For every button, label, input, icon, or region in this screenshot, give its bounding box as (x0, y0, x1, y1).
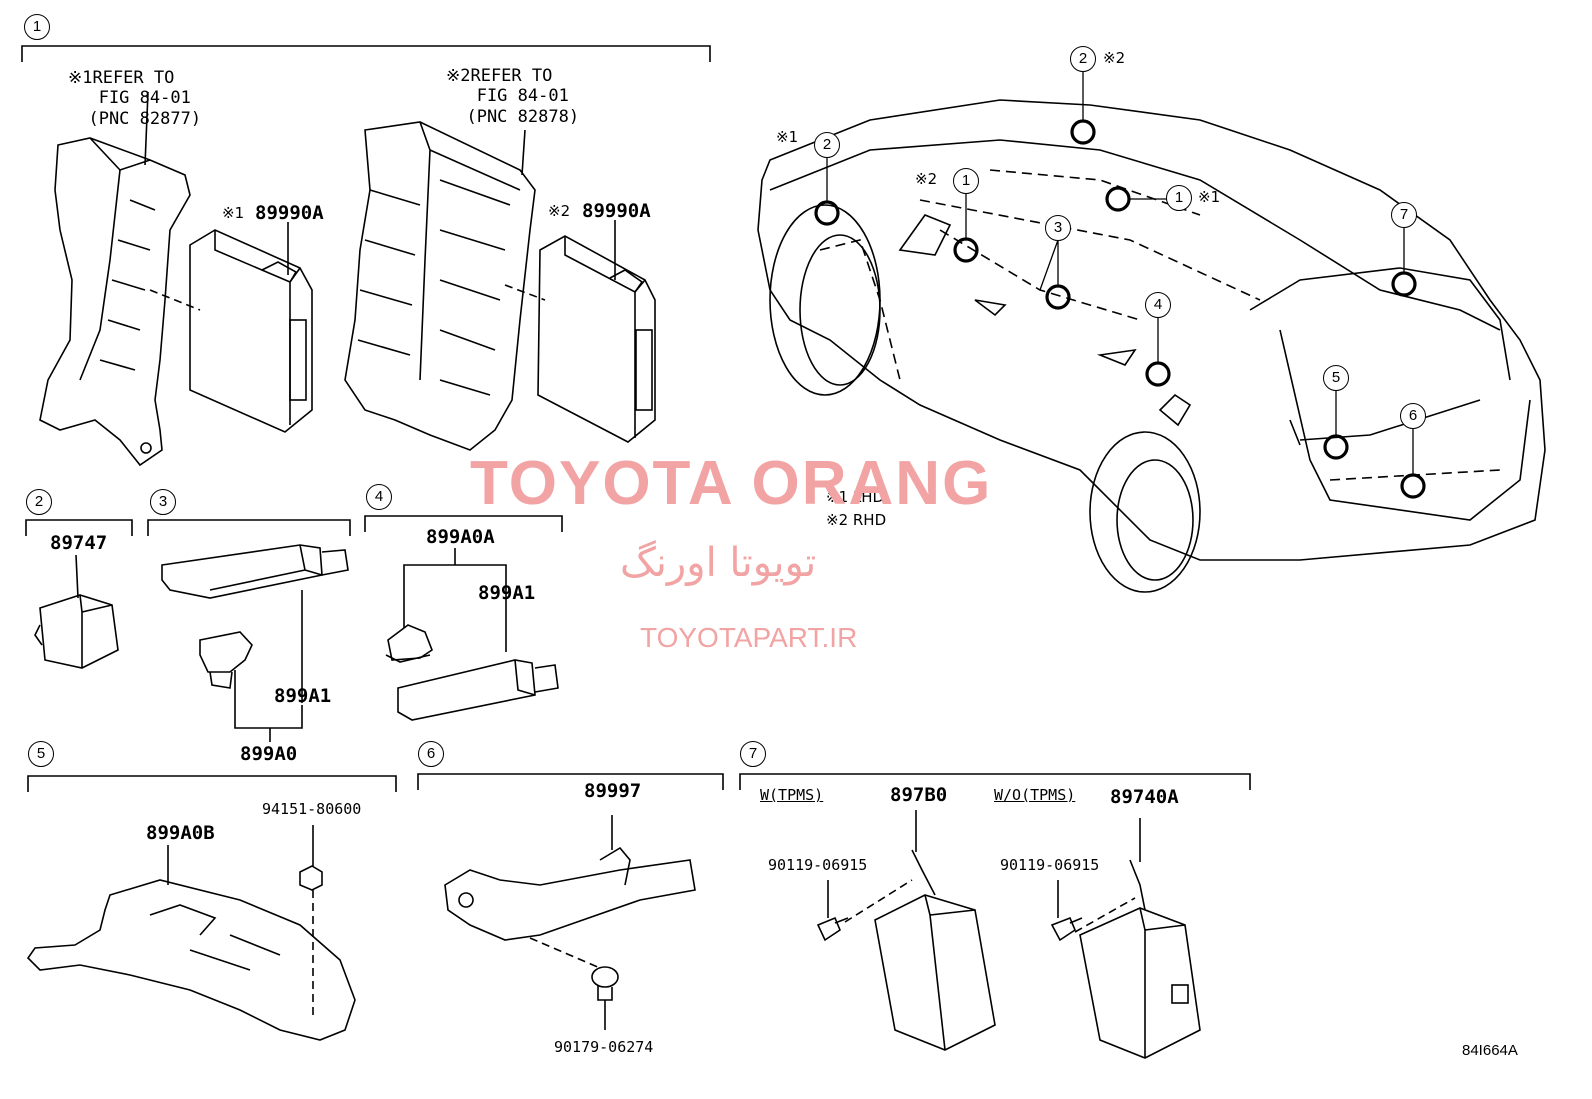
ecu-module-left (189, 222, 313, 433)
group-number-3: 3 (150, 489, 176, 515)
legend-lhd: ※1 LHD (826, 488, 885, 506)
group-number-5: 5 (28, 741, 54, 767)
part-label-90119-06915-left: 90119-06915 (768, 856, 868, 874)
part-label-899A1-g4: 899A1 (478, 582, 536, 604)
part-label-899A0-g3: 899A0 (240, 743, 298, 765)
watermark-title: TOYOTA ORANG (470, 449, 993, 518)
part-label-89740A: 89740A (1110, 786, 1179, 808)
legend-rhd: ※2 RHD (826, 511, 887, 529)
watermark-url: TOYOTAPART.IR (640, 622, 858, 653)
vehicle-callout-mark: ※1 (1198, 188, 1221, 206)
bolt-90119-06915-right (1050, 880, 1083, 942)
vehicle-callout-3: 3 (1045, 215, 1071, 241)
vehicle-callout-1-lhd: 1 (1166, 185, 1192, 211)
vehicle-callout-6: 6 (1400, 403, 1426, 429)
parts-diagram: { "groups": { "g1": {"num": "1", "note_l… (21, 14, 1546, 1059)
refer-note-left: ※1REFER TO FIG 84-01 (PNC 82877) (68, 68, 202, 129)
vehicle-callout-mark: ※2 (1103, 49, 1126, 67)
group-number-4: 4 (366, 484, 392, 510)
refer-note-right: ※2REFER TO FIG 84-01 (PNC 82878) (446, 66, 580, 127)
part-label-899A0B: 899A0B (146, 822, 215, 844)
part-mark-right: ※2 (548, 202, 571, 220)
receiver-897B0 (844, 810, 996, 1051)
grommet-90179-06274 (591, 966, 619, 1030)
vehicle-callout-5: 5 (1323, 365, 1349, 391)
watermark-persian: تویوتا اورنگ (620, 540, 817, 586)
vehicle-callout-mark: ※1 (776, 128, 799, 146)
part-label-899A1-g3: 899A1 (274, 685, 332, 707)
part-label-89990A-left: 89990A (255, 202, 324, 224)
nut-94151-80600 (299, 825, 323, 1020)
vehicle-callout-mark: ※2 (915, 170, 938, 188)
ecu-module-right (537, 220, 656, 443)
antenna-899A1-g4 (397, 659, 559, 721)
vehicle-callout-2-lhd: 2 (814, 132, 840, 158)
vehicle-callout-1-rhd: 1 (953, 168, 979, 194)
part-label-94151-80600: 94151-80600 (262, 800, 362, 818)
group-number-6: 6 (418, 741, 444, 767)
vehicle-leader-lines (826, 70, 1414, 475)
junction-block-bracket-left (39, 91, 191, 467)
clip-899A0-g3 (199, 631, 303, 742)
part-label-90179-06274: 90179-06274 (554, 1038, 654, 1056)
junction-block-bracket-right (344, 121, 536, 451)
part-label-897B0: 897B0 (890, 784, 948, 806)
sub-label-wo-tpms: W/O(TPMS) (994, 786, 1076, 804)
diagram-code: 84I664A (1462, 1042, 1518, 1059)
antenna-899A1-g3 (161, 544, 349, 703)
part-label-899A0A: 899A0A (426, 526, 495, 548)
sensor-89747 (34, 554, 119, 669)
vehicle-callout-7: 7 (1391, 202, 1417, 228)
part-label-90119-06915-right: 90119-06915 (1000, 856, 1100, 874)
sensor-89997 (444, 815, 696, 969)
sub-label-w-tpms: W(TPMS) (760, 786, 824, 804)
part-mark-left: ※1 (222, 204, 245, 222)
receiver-89740A (1074, 818, 1201, 1059)
vehicle-callout-4: 4 (1145, 292, 1171, 318)
clip-899A0A-g4 (385, 548, 507, 663)
bolt-90119-06915-left (816, 880, 849, 942)
vehicle-callout-2-rhd: 2 (1070, 46, 1096, 72)
group-number-7: 7 (740, 741, 766, 767)
bracket-plate-899A0B (26, 845, 356, 1041)
group-number-1: 1 (24, 14, 50, 40)
part-label-89990A-right: 89990A (582, 200, 651, 222)
part-label-89747: 89747 (50, 532, 108, 554)
part-label-89997: 89997 (584, 780, 642, 802)
group-number-2: 2 (26, 489, 52, 515)
